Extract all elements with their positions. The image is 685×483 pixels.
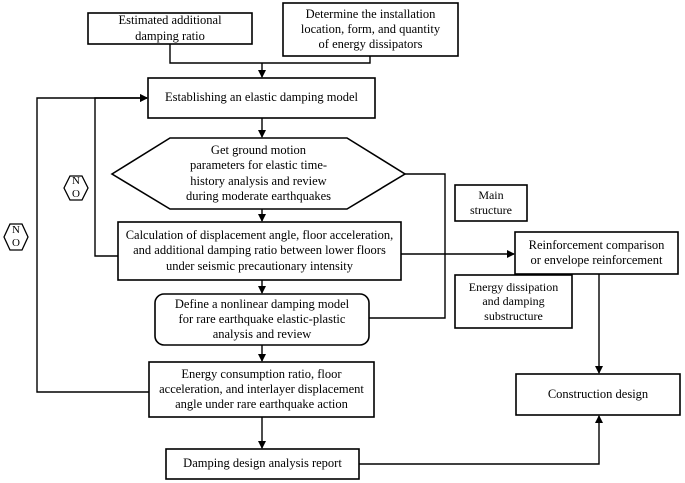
connector-estimated-merge [169,44,262,64]
no-outer-letter-n: N [12,223,20,236]
report-label: Damping design analysis report [183,456,342,471]
main-structure-label: Main structure [470,188,512,217]
no-inner-letter-n: N [72,174,80,187]
install-label: Determine the installation location, for… [300,6,441,52]
no-inner-letter-o: O [72,188,80,200]
construction-label: Construction design [547,386,649,401]
elastic-model-label: Establishing an elastic damping model [164,90,359,105]
calc-displacement-label: Calculation of displacement angle, floor… [125,228,394,273]
calc-displacement-box [117,221,402,281]
no-badge-outer [3,223,29,251]
reinforcement-label: Reinforcement comparison or envelope rei… [528,237,665,267]
no-badge-outer-label: N O [4,224,28,250]
connector-install-merge [262,56,371,64]
arrow-report-to-construction [359,415,603,465]
energy-ratio-label: Energy consumption ratio, floor accelera… [159,366,364,412]
no-badge-inner-label: N O [64,174,88,200]
outer-no-loop [36,94,149,393]
no-outer-letter-o: O [12,237,20,249]
estimated-ratio-label: Estimated additional damping ratio [118,13,222,43]
ground-motion-label: Get ground motion parameters for elastic… [185,143,332,203]
main-structure-box [454,184,528,222]
nonlinear-model-label: Define a nonlinear damping model for rar… [174,296,350,342]
energy-substructure-label: Energy dissipation and damping substruct… [468,279,559,323]
reinforcement-box [514,231,679,275]
energy-substructure-box [454,274,573,329]
no-badge-inner [63,175,89,201]
connector-ground-right [369,173,446,319]
